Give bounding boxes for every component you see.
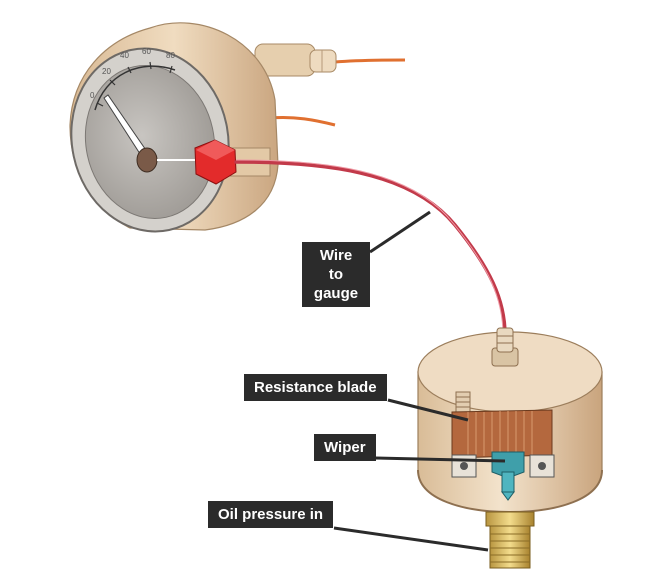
leader-wire-to-gauge bbox=[369, 210, 431, 254]
dial-mark-20: 20 bbox=[102, 67, 111, 76]
label-wiper: Wiper bbox=[314, 434, 376, 461]
dial-mark-0: 0 bbox=[90, 91, 95, 100]
leader-lines bbox=[333, 210, 506, 552]
label-oil-pressure-in: Oil pressure in bbox=[208, 501, 334, 528]
dial-mark-60: 60 bbox=[142, 47, 151, 56]
gauge-rear-connector bbox=[254, 43, 337, 77]
dial-mark-80: 80 bbox=[166, 51, 175, 60]
wiper-part bbox=[491, 451, 525, 501]
gauge-dial-face bbox=[84, 65, 216, 219]
leader-wiper bbox=[374, 456, 506, 463]
dial-mark-40: 40 bbox=[120, 51, 129, 60]
gauge-scale-arc bbox=[94, 65, 176, 111]
leader-oil-pressure-in bbox=[333, 526, 489, 552]
gauge-scale-numbers: 0 20 40 60 80 bbox=[90, 47, 175, 100]
gauge-needle-hub bbox=[136, 147, 158, 173]
sender-mount-left-screw bbox=[460, 462, 468, 470]
oil-pressure-sender bbox=[417, 327, 603, 569]
orange-wire-lower bbox=[269, 116, 336, 127]
leader-resistance-blade bbox=[387, 398, 469, 422]
resistance-blade-part bbox=[451, 409, 553, 459]
orange-wire-upper bbox=[334, 58, 406, 64]
sender-spring bbox=[455, 391, 471, 413]
gauge-scale-ticks bbox=[96, 61, 173, 107]
gauge-sender-wire bbox=[234, 160, 507, 337]
label-resistance-blade: Resistance blade bbox=[244, 374, 387, 401]
sender-mount-right-screw bbox=[538, 462, 546, 470]
label-wire-to-gauge: Wire to gauge bbox=[302, 242, 370, 307]
gauge-sender-wire-highlight bbox=[235, 159, 504, 336]
sender-brass-fitting bbox=[485, 511, 535, 569]
gauge-terminal bbox=[194, 139, 237, 185]
gauge-assembly: 0 20 40 60 80 bbox=[69, 22, 406, 233]
sender-terminal-post bbox=[491, 327, 519, 367]
